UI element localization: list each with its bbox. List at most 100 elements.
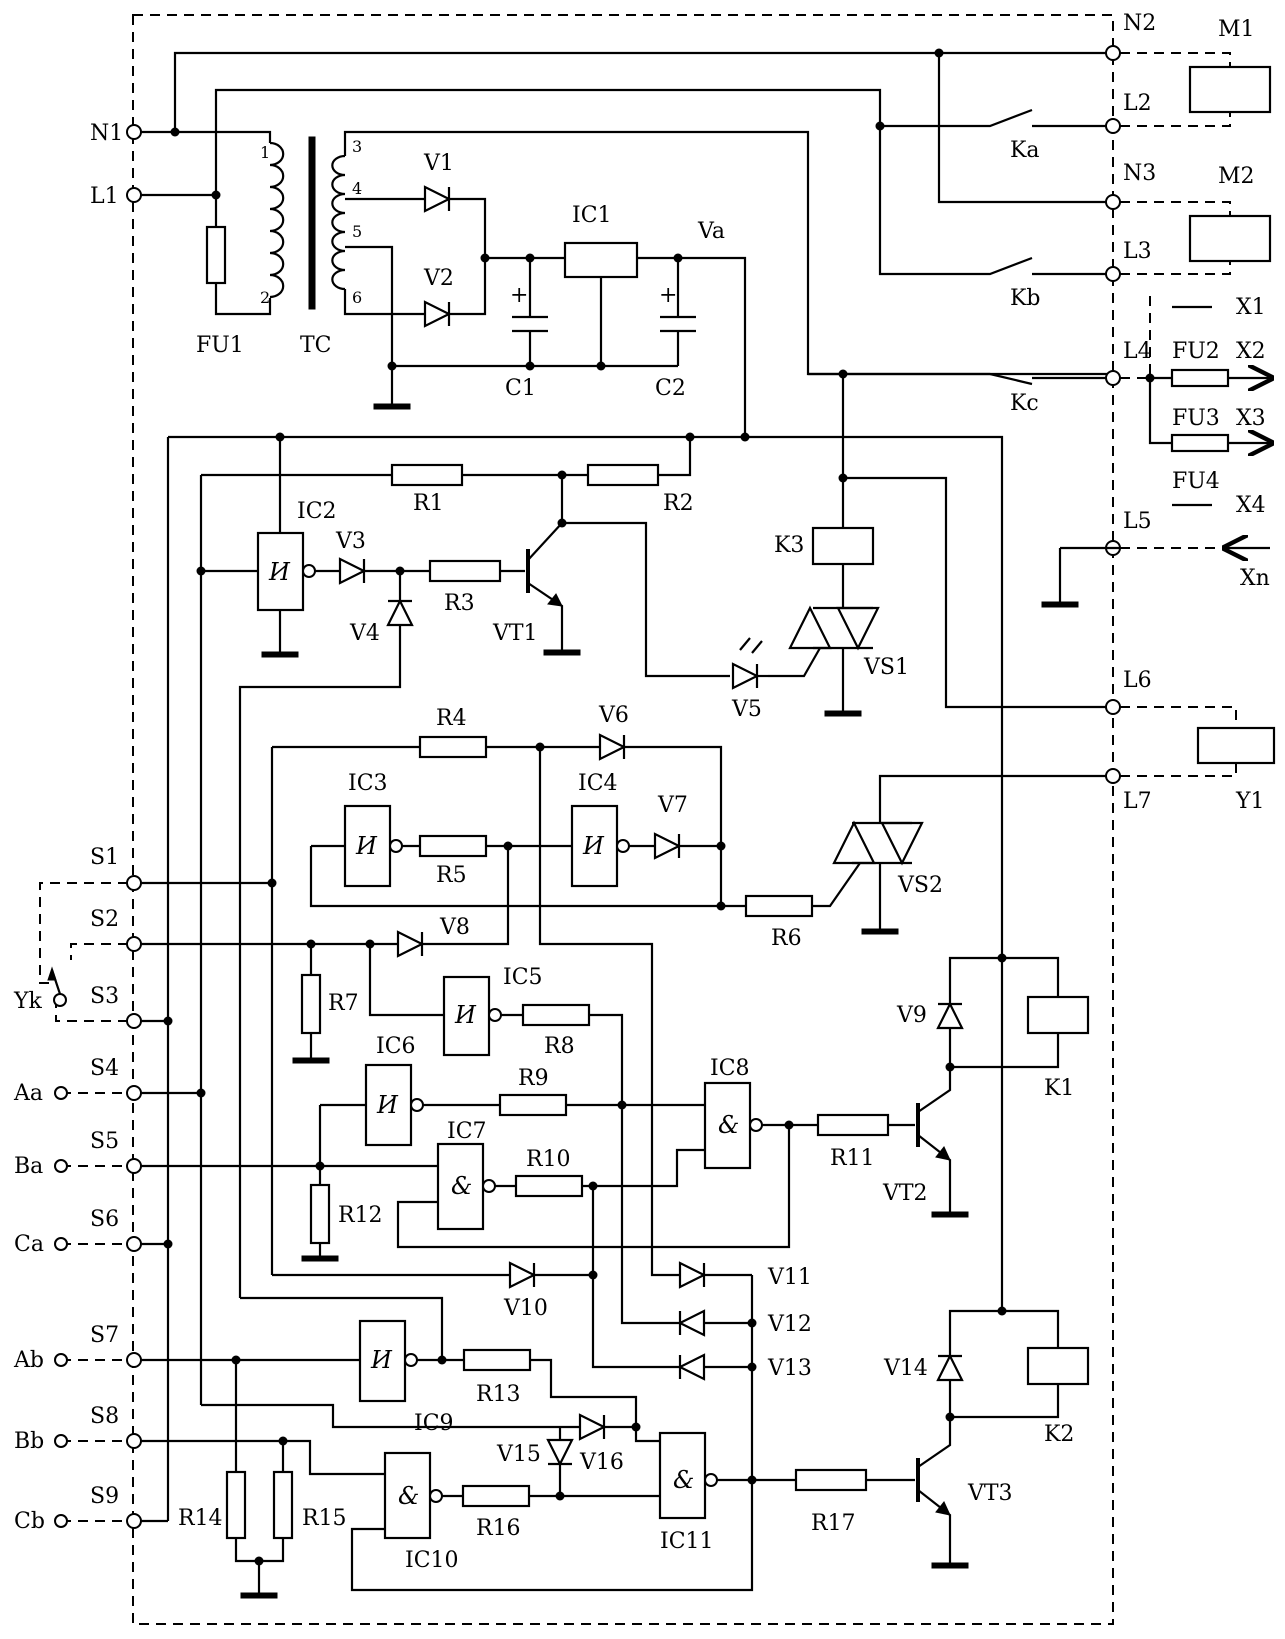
label-ic11: IC11 [660,1529,714,1554]
pin-3: 3 [352,137,362,156]
label-v6: V6 [598,703,629,728]
resistor-r7 [300,973,322,1035]
ground-symbol-vt3 [931,1562,969,1569]
label-ba: Ba [14,1154,43,1179]
label-m2: M2 [1218,164,1255,189]
fuse-fu1 [205,225,227,285]
valve-drive [140,733,1107,1275]
label-r9: R9 [518,1066,549,1091]
label-bb: Bb [14,1429,44,1454]
resistor-r10 [514,1174,584,1198]
label-v4: V4 [349,621,380,646]
motor-m1 [1188,65,1272,114]
relay-k2-logic [140,1088,1090,1599]
output-contacts [808,53,1107,386]
label-vs2: VS2 [897,873,943,898]
label-r16: R16 [476,1516,521,1541]
transformer-secondary-winding [331,154,346,291]
ic11-symbol: & [673,1466,694,1494]
label-v9: V9 [896,1003,927,1028]
label-vs1: VS1 [863,655,909,680]
label-s2: S2 [90,907,119,932]
ground-symbol-ic2 [261,651,299,658]
label-x1: X1 [1236,295,1266,320]
label-r15: R15 [302,1506,347,1531]
resistor-r4 [418,735,488,759]
label-s7: S7 [90,1323,119,1348]
label-l4: L4 [1123,339,1152,364]
label-r1: R1 [413,491,444,516]
label-ka: Ka [1010,138,1040,163]
label-l1: L1 [90,184,119,209]
resistor-r8 [521,1003,591,1027]
label-v14: V14 [883,1356,928,1381]
resistor-r13 [462,1348,532,1372]
resistor-r16 [461,1484,531,1508]
resistor-r12 [309,1183,331,1245]
ic6-symbol: И [376,1091,399,1119]
label-vt1: VT1 [492,621,538,646]
and-gate-ic7 [436,1142,485,1231]
label-r12: R12 [338,1203,383,1228]
regulator-ic1 [563,241,639,279]
label-s1: S1 [90,845,119,870]
pin-2: 2 [260,288,270,307]
label-v16: V16 [579,1450,624,1475]
pin-1: 1 [260,143,270,162]
and-gate-ic8 [703,1081,752,1170]
ground-symbol-vt2 [931,1211,969,1218]
resistor-r17 [794,1468,868,1492]
label-yk: Yk [13,989,43,1014]
label-kb: Kb [1010,286,1041,311]
ic9-symbol: И [370,1346,393,1374]
label-cb: Cb [14,1509,45,1534]
ground-symbol-r14-r15 [240,1592,278,1599]
label-r5: R5 [436,863,467,888]
resistor-r15 [272,1470,294,1540]
label-s6: S6 [90,1207,119,1232]
ground-symbol-r7 [292,1057,330,1064]
label-r10: R10 [526,1147,571,1172]
label-vt3: VT3 [967,1481,1013,1506]
fuse-fu3 [1170,433,1230,453]
ground-symbol-vs2 [861,928,899,935]
label-s5: S5 [90,1129,119,1154]
label-s8: S8 [90,1404,119,1429]
label-m1: M1 [1218,17,1255,42]
schmitt-ic2 [256,531,305,612]
label-v1: V1 [423,151,454,176]
ground-symbol-psu [373,403,411,410]
label-tc: TC [300,333,332,358]
label-c1: C1 [505,376,536,401]
input-terminals [39,124,277,1529]
label-ic2: IC2 [297,499,337,524]
terminal-labels: N1 L1 N2 L2 N3 L3 L4 L5 L6 L7 S1 S2 S3 S… [90,11,1156,1509]
ic5-symbol: И [454,1001,477,1029]
label-v15: V15 [496,1442,541,1467]
ic7-symbol: & [451,1172,472,1200]
relay-coil-k2 [1026,1346,1090,1386]
resistor-r3 [428,559,502,583]
label-k2: K2 [1044,1422,1074,1447]
label-v7: V7 [657,793,688,818]
label-ic5: IC5 [503,965,543,990]
label-ic7: IC7 [447,1119,487,1144]
label-ic3: IC3 [348,771,388,796]
label-ca: Ca [14,1232,44,1257]
label-v13: V13 [767,1356,812,1381]
label-r2: R2 [663,491,694,516]
relay-k3-driver [768,374,1107,717]
label-l2: L2 [1123,91,1152,116]
ground-symbol-r12 [301,1255,339,1262]
controller-enclosure [132,14,1114,1625]
power-supply [140,48,1107,437]
ground-symbol-l5 [1041,601,1079,608]
label-n2: N2 [1123,11,1156,36]
label-s3: S3 [90,984,119,1009]
resistor-r1 [390,463,464,487]
gate-symbols: И И И И И И & & & & + + [268,283,739,1510]
label-fu2: FU2 [1172,339,1220,364]
relay-k1-logic [140,747,1090,1592]
label-va: Va [697,219,725,244]
